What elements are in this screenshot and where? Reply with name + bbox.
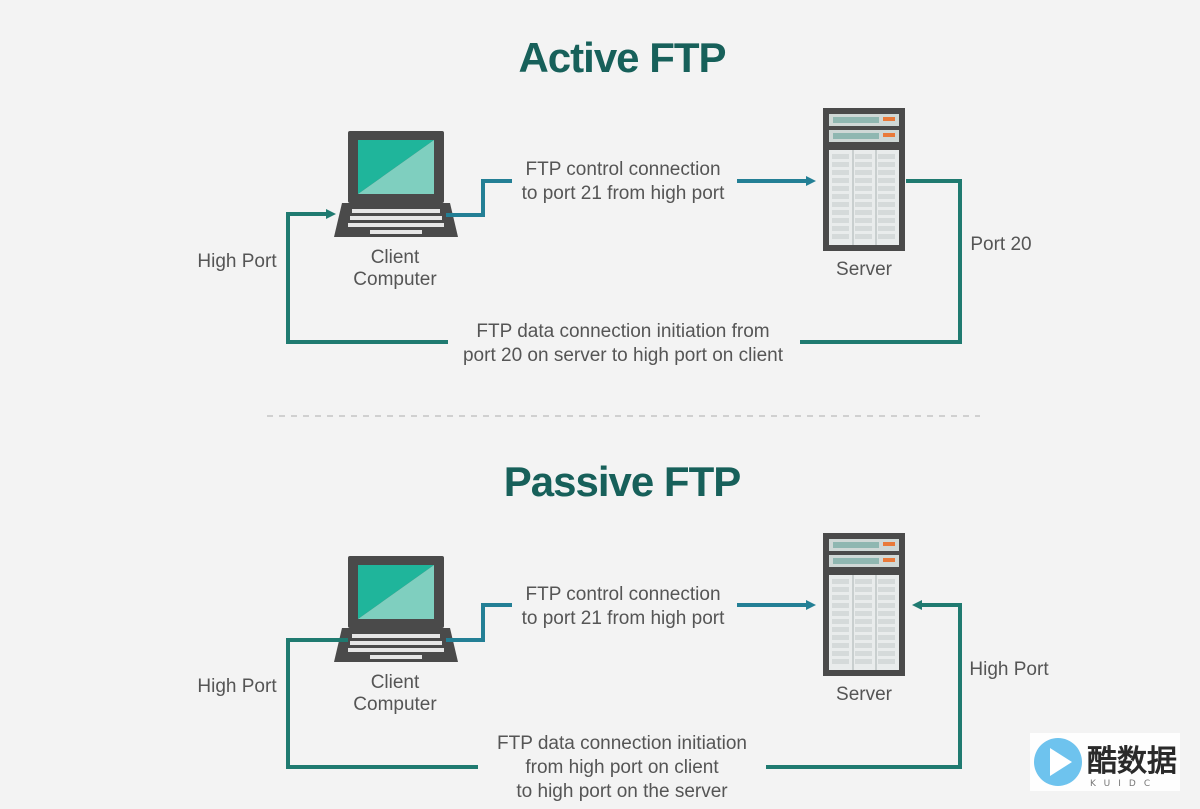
active-data-label-1: FTP data connection initiation from <box>476 321 769 342</box>
passive-control-label-1: FTP control connection <box>525 584 720 605</box>
active-data-arrow <box>286 209 448 344</box>
passive-client-port: High Port <box>197 676 277 697</box>
passive-control-label-2: to port 21 from high port <box>522 608 725 629</box>
passive-data-label-1: FTP data connection initiation <box>497 733 747 754</box>
passive-data-label-2: from high port on client <box>525 757 719 778</box>
passive-client-laptop-icon <box>334 556 458 662</box>
active-server-label: Server <box>836 259 893 280</box>
active-control-line-left <box>446 179 512 217</box>
passive-data-label-3: to high port on the server <box>516 781 728 802</box>
passive-server-icon <box>823 533 905 676</box>
active-server-icon <box>823 108 905 251</box>
watermark-sub: KUIDC <box>1090 779 1158 789</box>
active-client-label-1: Client <box>371 247 420 268</box>
active-client-laptop-icon <box>334 131 458 237</box>
passive-data-arrow <box>766 600 962 769</box>
watermark-logo: 酷数据 KUIDC <box>1030 733 1180 791</box>
active-data-line-right <box>800 179 962 344</box>
passive-client-label-2: Computer <box>353 694 437 715</box>
active-client-label-2: Computer <box>353 269 437 290</box>
passive-server-label: Server <box>836 684 893 705</box>
passive-control-line-left <box>446 603 512 642</box>
active-client-port: High Port <box>197 251 277 272</box>
active-title: Active FTP <box>518 34 725 81</box>
active-control-label-1: FTP control connection <box>525 159 720 180</box>
passive-data-line-left <box>286 638 478 769</box>
passive-server-port: High Port <box>969 659 1049 680</box>
passive-client-label-1: Client <box>371 672 420 693</box>
active-control-label-2: to port 21 from high port <box>522 183 725 204</box>
active-data-label-2: port 20 on server to high port on client <box>463 345 784 366</box>
watermark-text: 酷数据 <box>1087 744 1177 779</box>
active-server-port: Port 20 <box>970 234 1031 255</box>
passive-title: Passive FTP <box>504 458 740 505</box>
